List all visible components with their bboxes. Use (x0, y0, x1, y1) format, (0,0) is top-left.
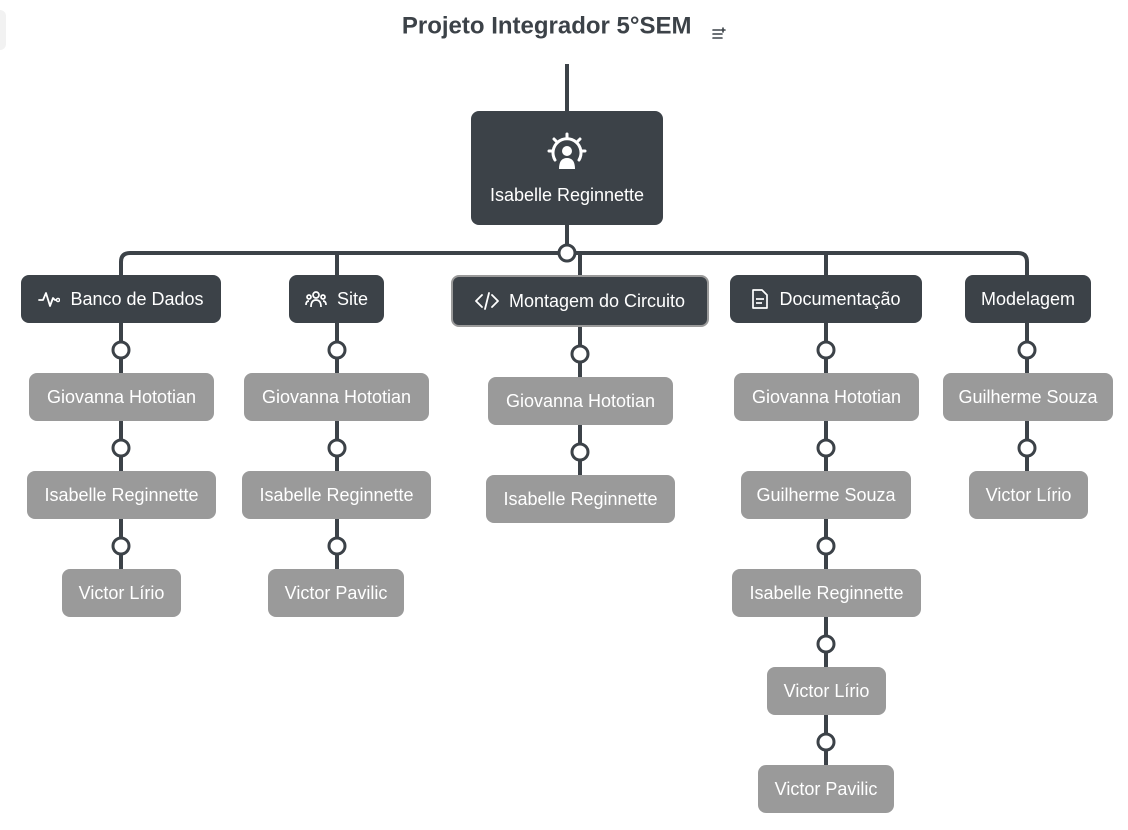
leaf-node[interactable]: Guilherme Souza (943, 373, 1113, 421)
leaf-label: Isabelle Reginnette (503, 488, 658, 509)
branch-montagem-do-circuito[interactable]: Montagem do Circuito (451, 275, 709, 327)
leaf-node[interactable]: Isabelle Reginnette (27, 471, 216, 519)
branch-banco-de-dados[interactable]: Banco de Dados (21, 275, 221, 323)
collapse-knob[interactable] (816, 732, 836, 752)
leaf-label: Guilherme Souza (756, 484, 896, 505)
leaf-label: Giovanna Hototian (751, 386, 902, 407)
list-plus-icon[interactable] (712, 20, 726, 39)
leaf-node[interactable]: Giovanna Hototian (734, 373, 919, 421)
leaf-label: Victor Pavilic (774, 778, 878, 799)
root-node-label: Isabelle Reginnette (489, 184, 645, 205)
branch-modelagem[interactable]: Modelagem (965, 275, 1091, 323)
collapse-knob[interactable] (111, 340, 131, 360)
collapse-knob[interactable] (570, 344, 590, 364)
side-panel-handle[interactable] (0, 10, 6, 50)
leaf-label: Guilherme Souza (958, 386, 1098, 407)
branch-label: Site (336, 288, 369, 309)
leaf-node[interactable]: Giovanna Hototian (244, 373, 429, 421)
leaf-node[interactable]: Victor Lírio (969, 471, 1088, 519)
root-node[interactable]: Isabelle Reginnette (471, 111, 663, 225)
leaf-label: Giovanna Hototian (46, 386, 197, 407)
branch-label: Banco de Dados (70, 288, 204, 309)
leaf-label: Giovanna Hototian (505, 390, 656, 411)
leaf-label: Giovanna Hototian (261, 386, 412, 407)
leaf-node[interactable]: Isabelle Reginnette (732, 569, 921, 617)
collapse-knob[interactable] (816, 438, 836, 458)
collapse-knob[interactable] (570, 442, 590, 462)
people-group-icon (305, 289, 327, 309)
leaf-node[interactable]: Victor Lírio (767, 667, 886, 715)
code-icon (475, 292, 499, 310)
leaf-node[interactable]: Isabelle Reginnette (486, 475, 675, 523)
leaf-node[interactable]: Victor Pavilic (758, 765, 894, 813)
leaf-label: Victor Pavilic (284, 582, 388, 603)
leaf-label: Isabelle Reginnette (44, 484, 199, 505)
branch-site[interactable]: Site (289, 275, 384, 323)
branch-label: Documentação (779, 288, 901, 309)
leaf-node[interactable]: Victor Lírio (62, 569, 181, 617)
collapse-knob[interactable] (557, 243, 577, 263)
leaf-node[interactable]: Guilherme Souza (741, 471, 911, 519)
document-icon (751, 289, 769, 309)
leaf-node[interactable]: Giovanna Hototian (29, 373, 214, 421)
gear-person-icon (546, 131, 588, 173)
leaf-label: Victor Lírio (783, 680, 870, 701)
leaf-label: Victor Lírio (985, 484, 1072, 505)
branch-label: Montagem do Circuito (508, 290, 686, 311)
leaf-node[interactable]: Giovanna Hototian (488, 377, 673, 425)
collapse-knob[interactable] (1017, 438, 1037, 458)
activity-icon (38, 290, 61, 308)
collapse-knob[interactable] (327, 340, 347, 360)
branch-documentacao[interactable]: Documentação (730, 275, 922, 323)
leaf-node[interactable]: Isabelle Reginnette (242, 471, 431, 519)
branch-label: Modelagem (980, 288, 1076, 309)
leaf-label: Victor Lírio (78, 582, 165, 603)
map-title: Projeto Integrador 5°SEM (0, 12, 1128, 41)
map-title-text: Projeto Integrador 5°SEM (401, 12, 692, 40)
collapse-knob[interactable] (327, 536, 347, 556)
collapse-knob[interactable] (816, 536, 836, 556)
collapse-knob[interactable] (1017, 340, 1037, 360)
collapse-knob[interactable] (816, 634, 836, 654)
leaf-node[interactable]: Victor Pavilic (268, 569, 404, 617)
collapse-knob[interactable] (816, 340, 836, 360)
collapse-knob[interactable] (327, 438, 347, 458)
leaf-label: Isabelle Reginnette (749, 582, 904, 603)
leaf-label: Isabelle Reginnette (259, 484, 414, 505)
collapse-knob[interactable] (111, 438, 131, 458)
collapse-knob[interactable] (111, 536, 131, 556)
